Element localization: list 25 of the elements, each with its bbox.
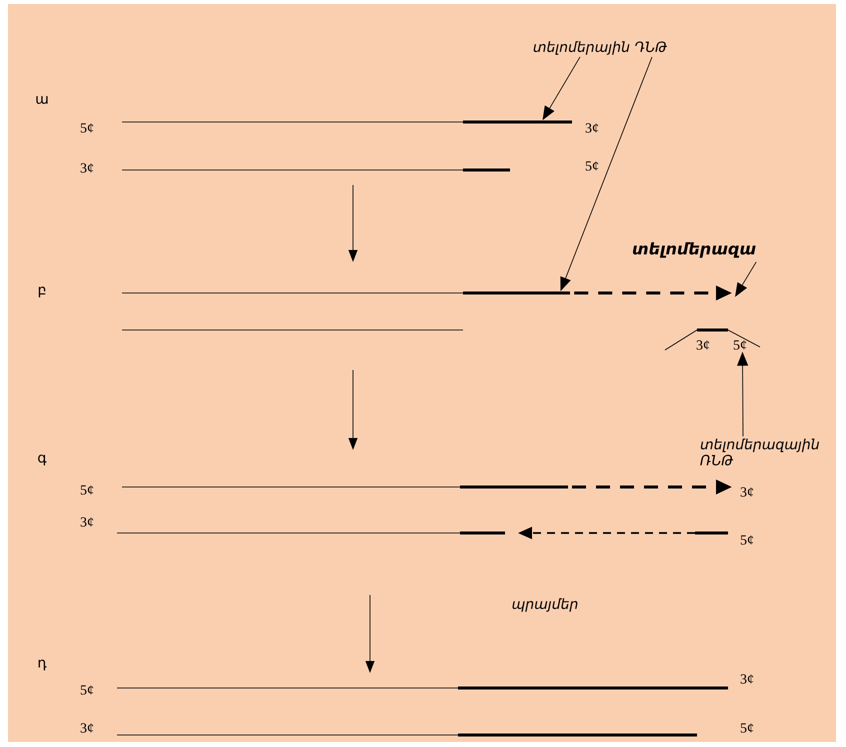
end-label: 5¢ (734, 340, 746, 350)
end-label: 5¢ (740, 723, 754, 733)
end-label: 5¢ (80, 685, 94, 695)
rna-template (697, 328, 728, 332)
telomere-segment (463, 292, 570, 294)
stage-letter: բ (38, 286, 46, 298)
stage-letter: ա (36, 96, 48, 104)
end-label: 5¢ (80, 485, 94, 495)
end-label: 3¢ (80, 723, 94, 733)
stage-letter: գ (38, 454, 46, 466)
end-label: 3¢ (740, 487, 754, 497)
end-label: 5¢ (80, 123, 94, 133)
end-label: 5¢ (740, 535, 754, 545)
leader-label: տելոմերային ԴՆԹ (534, 41, 667, 55)
end-label: 3¢ (80, 163, 94, 173)
stage-letter: դ (38, 660, 46, 670)
end-label: 3¢ (740, 674, 754, 684)
end-label: 3¢ (586, 123, 598, 133)
primer-label: պրայմեր (512, 598, 578, 612)
telomere-segment (463, 120, 572, 124)
end-label: 3¢ (80, 517, 94, 527)
end-label: 5¢ (586, 161, 598, 171)
end-label: 3¢ (696, 340, 710, 350)
leader-label: տելոմերազային ՌՆԹ (700, 438, 820, 466)
leader-label: տելոմերազա (633, 242, 756, 258)
